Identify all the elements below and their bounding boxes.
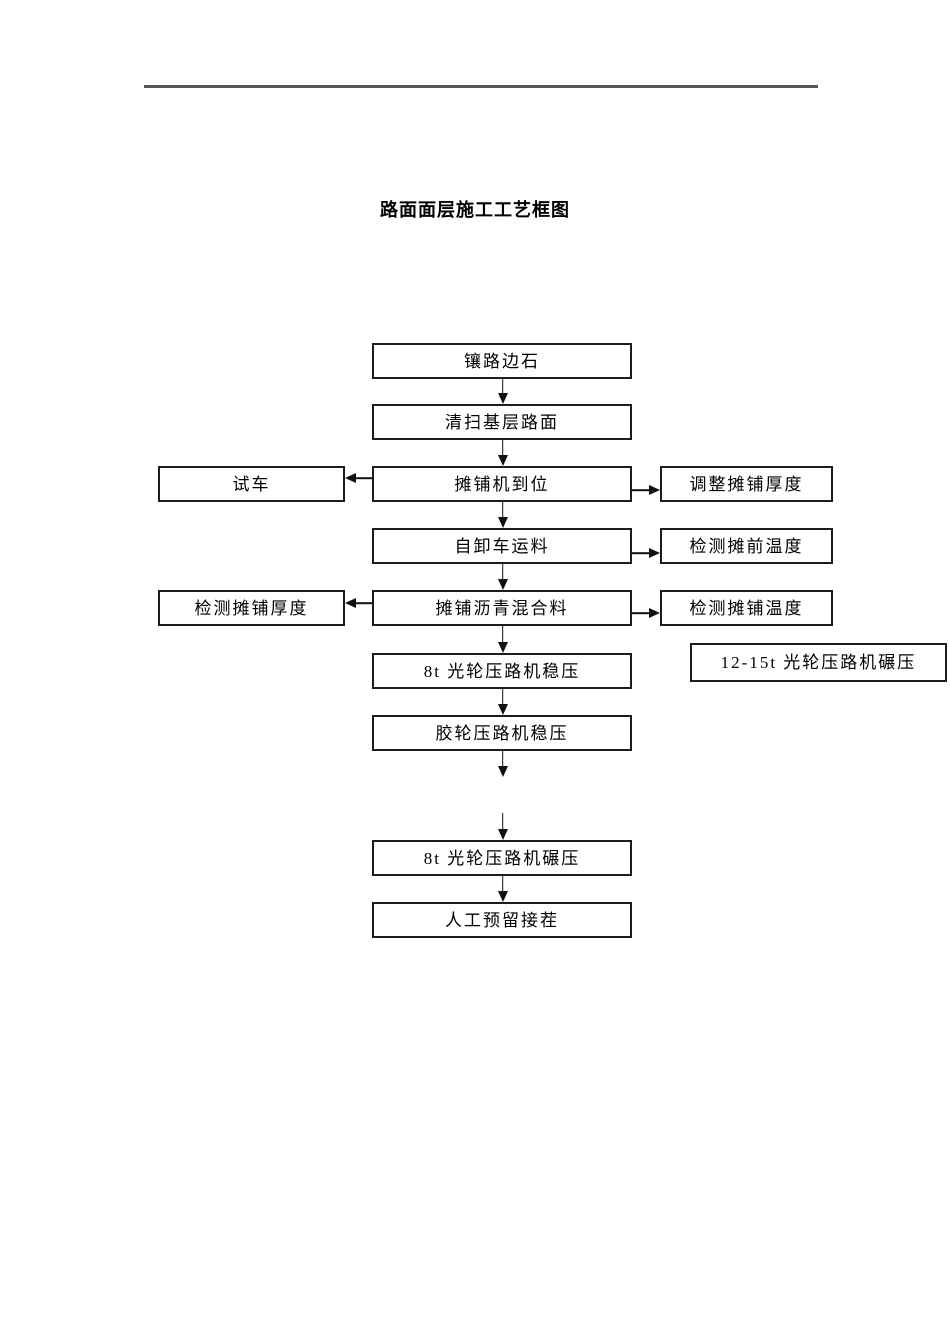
flow-box-check-pre-paving-temp: 检测摊前温度 xyxy=(660,528,833,564)
flow-box-paver-in-place: 摊铺机到位 xyxy=(372,466,632,502)
arrow-right-to-pre-paving-temp xyxy=(632,547,660,559)
arrow-down-paver-to-truck xyxy=(497,502,509,528)
arrow-right-to-paving-temp xyxy=(632,607,660,619)
flow-box-adjust-thickness: 调整摊铺厚度 xyxy=(660,466,833,502)
flow-box-8t-roll: 8t 光轮压路机碾压 xyxy=(372,840,632,876)
flow-box-manual-reserved-joint: 人工预留接茬 xyxy=(372,902,632,938)
header-rule xyxy=(144,85,818,88)
arrow-left-to-paving-thickness xyxy=(345,597,373,609)
flow-box-rubber-roller-static: 胶轮压路机稳压 xyxy=(372,715,632,751)
flow-box-check-paving-thickness: 检测摊铺厚度 xyxy=(158,590,345,626)
arrow-down-truck-to-pave xyxy=(497,564,509,590)
arrow-down-8t-roll-to-joint xyxy=(497,876,509,902)
arrow-down-into-8t-roll xyxy=(497,813,509,840)
flow-box-8t-static-roll: 8t 光轮压路机稳压 xyxy=(372,653,632,689)
arrow-down-rubber-dangling xyxy=(497,751,509,777)
flow-box-trial-run: 试车 xyxy=(158,466,345,502)
flow-box-install-curb: 镶路边石 xyxy=(372,343,632,379)
arrow-left-to-trial-run xyxy=(345,472,373,484)
arrow-down-curb-to-clean xyxy=(497,379,509,404)
flow-box-clean-base: 清扫基层路面 xyxy=(372,404,632,440)
flow-box-dump-truck-haul: 自卸车运料 xyxy=(372,528,632,564)
page-title: 路面面层施工工艺框图 xyxy=(380,200,570,220)
flow-box-pave-asphalt-mix: 摊铺沥青混合料 xyxy=(372,590,632,626)
arrow-down-8t-static-to-rubber xyxy=(497,689,509,715)
arrow-right-to-adjust-thickness xyxy=(632,484,660,496)
flow-box-12-15t-roll: 12-15t 光轮压路机碾压 xyxy=(690,643,947,682)
flow-box-check-paving-temp: 检测摊铺温度 xyxy=(660,590,833,626)
arrow-down-pave-to-8t-static xyxy=(497,626,509,653)
arrow-down-clean-to-paver xyxy=(497,440,509,466)
